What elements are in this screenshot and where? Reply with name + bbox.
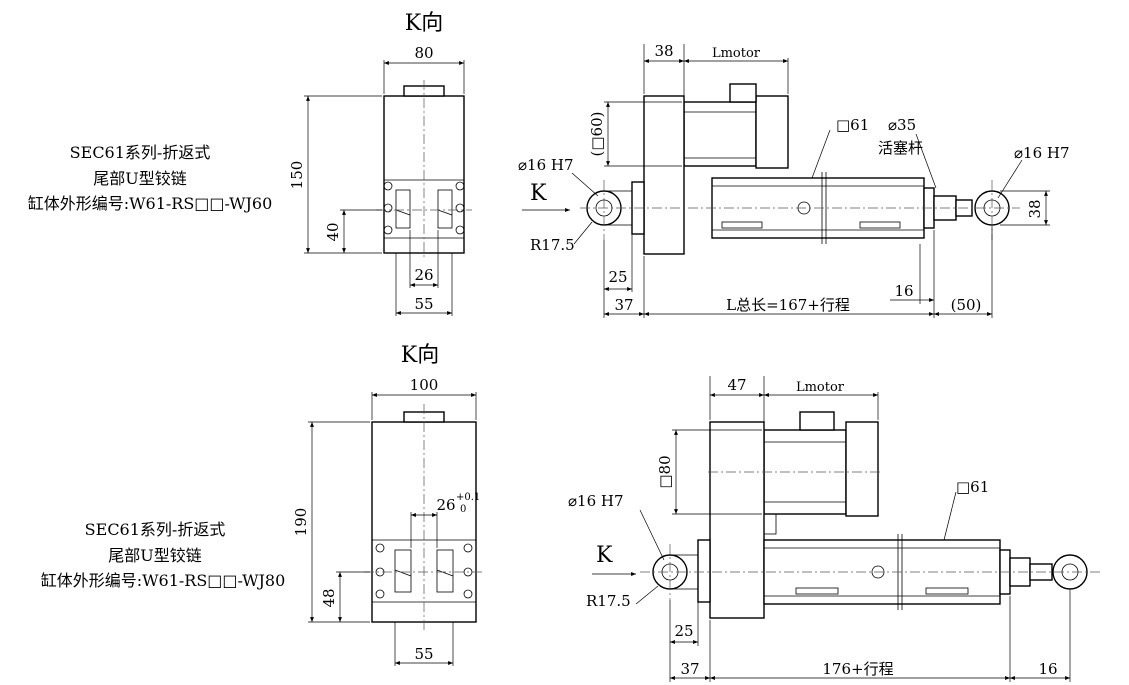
top-right-ext-dim: 16 xyxy=(894,282,913,300)
bottom-left-pin-dim: ⌀16 H7 xyxy=(568,492,624,510)
top-motor-length-dim: Lmotor xyxy=(712,46,761,61)
bottom-height-dim: 190 xyxy=(292,508,310,537)
top-clevis-height-dim: 38 xyxy=(1026,199,1044,218)
top-rod-label: 活塞杆 xyxy=(878,139,923,157)
top-base-dim: 55 xyxy=(414,295,433,313)
bottom-right-ext-dim: 16 xyxy=(1038,660,1057,678)
top-front-dimensions: 80 150 40 26 55 xyxy=(288,44,465,316)
top-rod-dia-dim: ⌀35 xyxy=(888,116,916,134)
bottom-overall-dim: 176+行程 xyxy=(822,660,893,678)
top-slot-dim: 26 xyxy=(414,266,433,284)
top-motor-offset-dim: 38 xyxy=(654,42,673,60)
top-height-dim: 150 xyxy=(288,161,306,190)
bottom-base-dim: 55 xyxy=(414,645,433,663)
top-radius-dim: R17.5 xyxy=(530,236,575,254)
bottom-tube-square-dim: □61 xyxy=(956,478,989,496)
top-caption-line3: 缸体外形编号:W61-RS□□-WJ60 xyxy=(28,194,273,213)
bottom-view-title: K向 xyxy=(401,343,439,368)
bottom-caption-line3: 缸体外形编号:W61-RS□□-WJ80 xyxy=(41,571,286,590)
top-tail-dim: (50) xyxy=(951,296,982,314)
bottom-pin-offset-dim: 25 xyxy=(674,622,693,640)
top-left-pin-dim: ⌀16 H7 xyxy=(518,156,574,174)
bottom-left-ext-dim: 37 xyxy=(680,660,699,678)
bottom-slot-dim: 26 xyxy=(436,496,455,514)
bottom-front-dimensions: 100 190 48 26 +0.1 0 55 xyxy=(292,376,480,666)
bottom-caption-line2: 尾部U型铰链 xyxy=(108,546,202,565)
bottom-slot-tol-lower: 0 xyxy=(460,504,466,515)
top-pin-height-dim: 40 xyxy=(324,222,342,241)
top-left-ext-dim: 37 xyxy=(614,296,633,314)
bottom-radius-dim: R17.5 xyxy=(586,592,631,610)
top-side-view xyxy=(580,83,1020,255)
bottom-pin-height-dim: 48 xyxy=(320,588,338,607)
top-caption-line1: SEC61系列-折返式 xyxy=(70,143,211,162)
top-side-dimensions: 38 Lmotor (□60) □61 ⌀35 活塞杆 ⌀16 H7 ⌀16 H… xyxy=(518,42,1070,318)
top-overall-dim: L总长=167+行程 xyxy=(726,296,850,314)
bottom-motor-length-dim: Lmotor xyxy=(796,380,845,395)
bottom-slot-tol-upper: +0.1 xyxy=(456,492,480,503)
top-caption-line2: 尾部U型铰链 xyxy=(93,169,187,188)
bottom-k-arrow-label: K xyxy=(596,543,613,568)
top-k-arrow-label: K xyxy=(530,181,547,206)
bottom-motor-square-dim: □80 xyxy=(656,455,674,488)
bottom-side-view xyxy=(640,411,1100,619)
bottom-motor-offset-dim: 47 xyxy=(727,376,746,394)
top-width-dim: 80 xyxy=(414,44,433,62)
bottom-caption-line1: SEC61系列-折返式 xyxy=(85,520,226,539)
top-view-title: K向 xyxy=(405,11,443,36)
top-motor-square-dim: (□60) xyxy=(588,112,606,157)
bottom-width-dim: 100 xyxy=(410,376,439,394)
top-tube-square-dim: □61 xyxy=(836,116,869,134)
top-pin-offset-dim: 25 xyxy=(608,268,627,286)
bottom-front-view xyxy=(364,404,484,632)
bottom-side-dimensions: 47 Lmotor □80 □61 ⌀16 H7 K R17.5 25 37 1… xyxy=(568,376,1071,682)
top-right-pin-dim: ⌀16 H7 xyxy=(1014,144,1070,162)
top-front-view xyxy=(376,80,472,260)
